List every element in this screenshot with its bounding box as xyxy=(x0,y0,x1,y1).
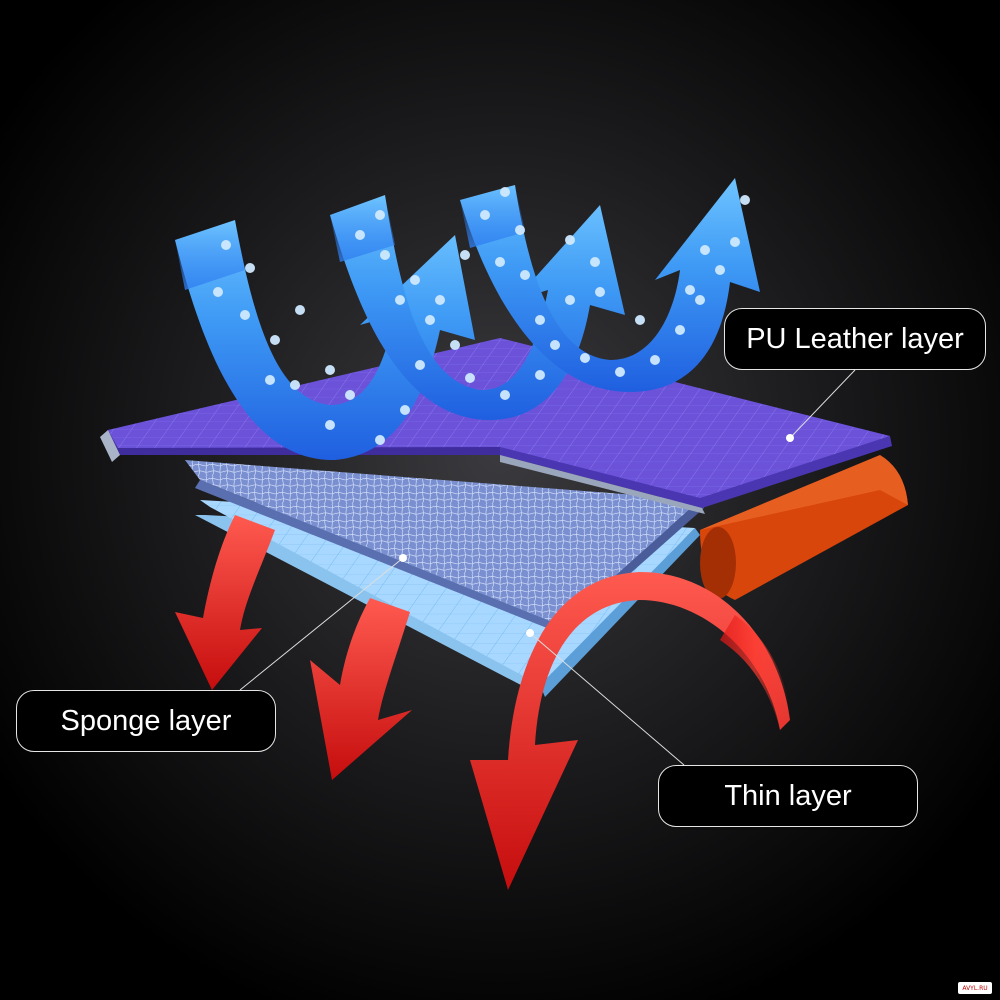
leader-lines xyxy=(239,369,856,766)
air-flow-up-arrow-icon xyxy=(175,220,475,461)
air-bubbles xyxy=(213,187,750,445)
sponge-label: Sponge layer xyxy=(16,690,276,752)
edge-strip xyxy=(700,455,908,600)
sponge-layer xyxy=(185,460,700,625)
thin-pointer-dot xyxy=(526,629,534,637)
heat-flow-down-arrow-icon xyxy=(175,515,275,690)
heat-flow-down-arrow-icon xyxy=(470,572,790,890)
air-flow-up-arrow-icon xyxy=(460,178,760,392)
thin-label: Thin layer xyxy=(658,765,918,827)
sponge-pointer-dot xyxy=(399,554,407,562)
watermark: AVYL.RU xyxy=(958,982,992,994)
pu-leather-label: PU Leather layer xyxy=(724,308,986,370)
pu-leather-pointer-dot xyxy=(786,434,794,442)
pu-leather-layer xyxy=(100,338,892,514)
heat-flow-down-arrow-icon xyxy=(310,598,412,780)
